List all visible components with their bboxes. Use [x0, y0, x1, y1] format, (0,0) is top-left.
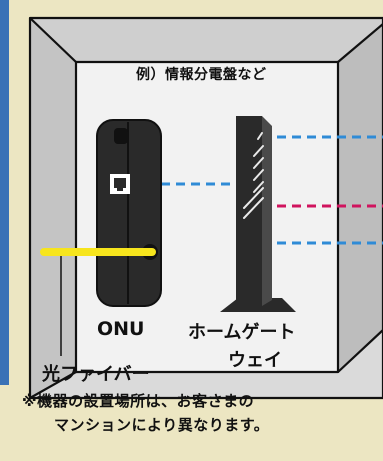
gateway-label-line2: ウェイ — [228, 350, 282, 371]
note-line-1: ※機器の設置場所は、お客さまの — [22, 392, 255, 410]
onu-device-icon — [96, 119, 162, 307]
fiber-label: 光ファイバー — [42, 364, 150, 385]
cabinet-left-face — [30, 18, 76, 398]
onu-label: ONU — [97, 318, 145, 340]
note-line-2: マンションにより異なります。 — [54, 416, 270, 434]
cabinet-outline — [28, 16, 383, 400]
lan-port-icon — [110, 174, 130, 194]
cabinet-bottom-face — [30, 330, 383, 398]
gateway-label-line1: ホームゲート — [188, 322, 296, 343]
cabinet-right-face — [338, 24, 383, 372]
cabinet-label: 例）情報分電盤など — [136, 67, 267, 83]
home-gateway-device-icon — [220, 116, 296, 312]
left-accent-bar-lower — [0, 385, 9, 461]
left-accent-bar — [0, 0, 9, 461]
cabinet-top-face — [30, 18, 383, 62]
